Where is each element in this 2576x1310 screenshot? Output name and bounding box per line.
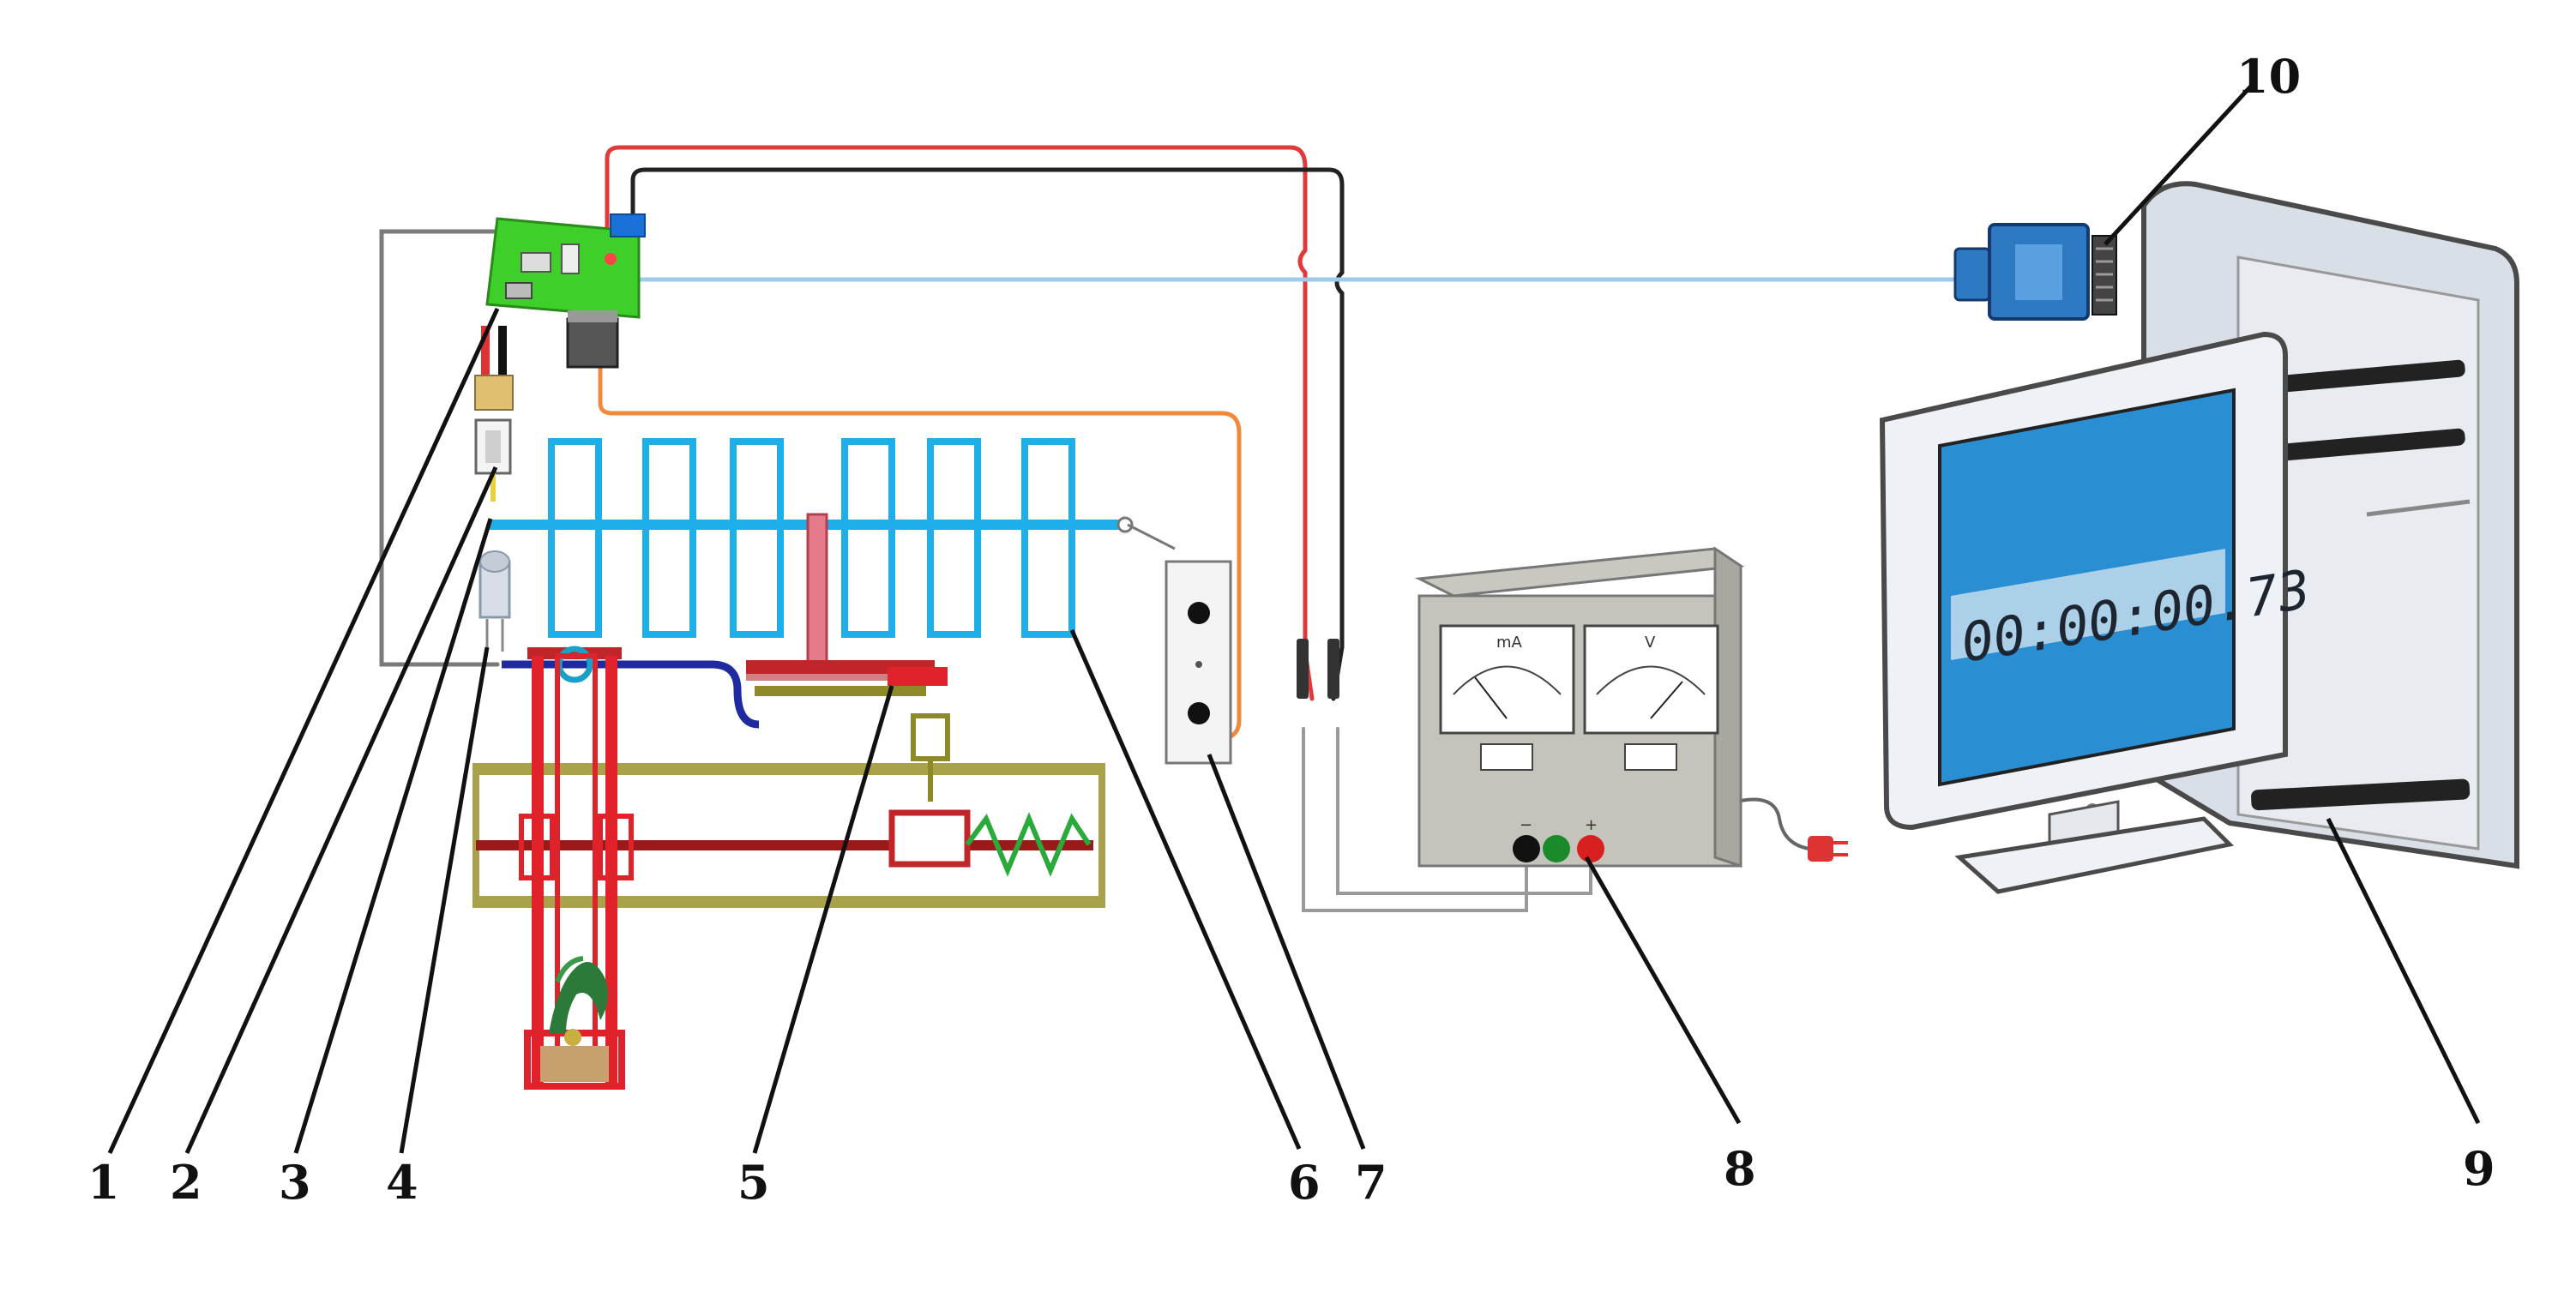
switch-box	[1165, 560, 1232, 765]
circuit-board	[474, 213, 646, 411]
terminal-black	[1513, 835, 1540, 862]
leader-8	[1584, 856, 1742, 1125]
power-plug	[1808, 836, 1848, 862]
gray-wire-left	[379, 229, 500, 667]
monitor: 00:00:00.73	[1879, 331, 2314, 894]
black-wire	[630, 167, 1345, 701]
orange-wire	[598, 366, 1242, 742]
leader-lines	[107, 80, 2481, 1155]
photo-sensor	[478, 550, 511, 652]
label-10: 10	[2236, 49, 2301, 104]
leader-4	[399, 646, 490, 1154]
label-2: 2	[170, 1155, 202, 1210]
leader-10	[2104, 80, 2257, 246]
minus-sign: −	[1520, 816, 1532, 834]
callout-labels: 1 2 3 4 5 6 7 8 9 10	[87, 49, 2495, 1210]
usb-connector	[1953, 223, 2117, 321]
gray-wire-power-pos	[1336, 727, 1592, 895]
terminal-red	[1577, 835, 1604, 862]
frame-end-ring	[1116, 516, 1134, 533]
gray-wire-power-neg	[1302, 727, 1528, 912]
leader-6	[1069, 628, 1302, 1151]
plus-sign: +	[1585, 816, 1598, 834]
red-wire	[605, 145, 1315, 701]
label-8: 8	[1724, 1141, 1756, 1196]
power-cord	[1735, 797, 1811, 850]
wiring	[379, 145, 1966, 912]
mechanism	[472, 513, 1105, 1090]
blue-frame	[489, 438, 1123, 638]
leader-7	[1207, 754, 1366, 1150]
voltmeter-label: V	[1645, 634, 1656, 652]
leader-2	[184, 466, 498, 1155]
leader-5	[752, 685, 894, 1154]
frame-end-wire	[1127, 523, 1176, 550]
alligator-clips	[1297, 639, 1339, 699]
terminal-green	[1543, 835, 1570, 862]
label-5: 5	[737, 1155, 770, 1210]
power-supply: mA V − +	[1414, 546, 1745, 868]
label-4: 4	[386, 1155, 418, 1210]
leader-1	[107, 307, 500, 1155]
limit-switch	[474, 418, 512, 502]
ammeter-label: mA	[1496, 634, 1523, 652]
label-1: 1	[87, 1155, 120, 1210]
label-6: 6	[1288, 1155, 1321, 1210]
label-9: 9	[2463, 1141, 2495, 1196]
leader-3	[293, 518, 493, 1154]
label-7: 7	[1355, 1155, 1387, 1210]
label-3: 3	[279, 1155, 311, 1210]
voltmeter: V	[1583, 624, 1719, 771]
leader-9	[2326, 817, 2481, 1125]
ammeter: mA	[1439, 624, 1575, 771]
